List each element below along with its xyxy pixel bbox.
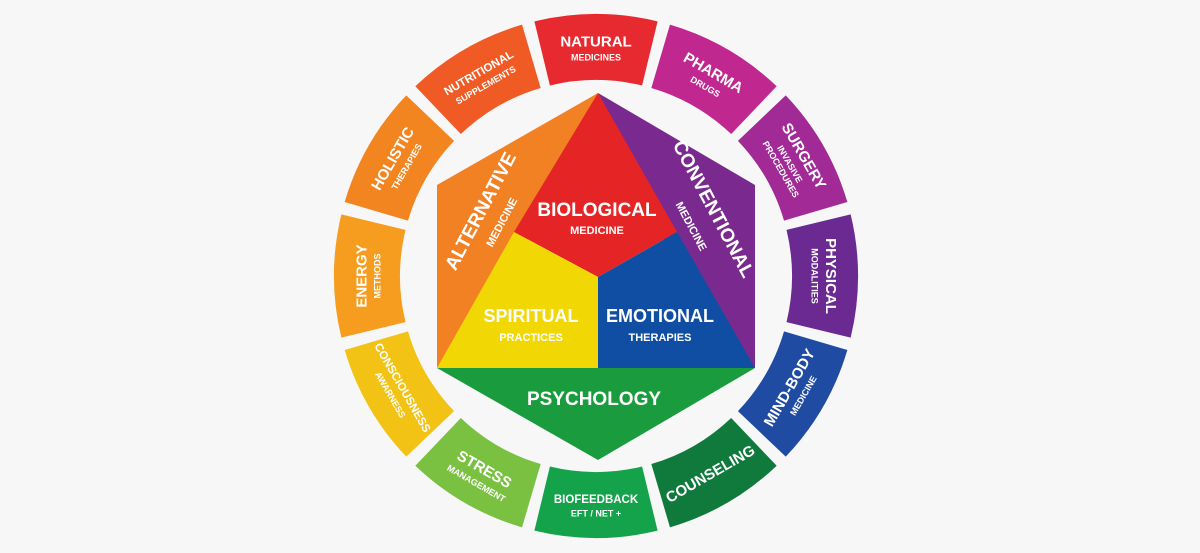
- ring-title-natural: NATURAL: [560, 33, 631, 50]
- emotional-subtitle: THERAPIES: [629, 332, 692, 344]
- ring-segment-pharma: [651, 24, 777, 135]
- psychology-sector: [437, 368, 755, 460]
- spiritual-subtitle: PRACTICES: [499, 332, 563, 344]
- conventional-medicine-sector: [598, 93, 755, 368]
- center-hexagon: BIOLOGICAL MEDICINE SPIRITUAL PRACTICES …: [437, 93, 758, 460]
- ring-segment-energy: [333, 214, 406, 338]
- ring-title-biofeedback: BIOFEEDBACK: [554, 494, 639, 506]
- ring-segment-physical: [786, 214, 859, 338]
- biological-title: BIOLOGICAL: [537, 200, 657, 221]
- ring-subtitle-natural: MEDICINES: [571, 53, 621, 63]
- ring-segment-stress: [415, 417, 541, 528]
- ring-segment-holistic: [344, 95, 455, 221]
- ring-segment-consciousness: [344, 331, 455, 457]
- ring-segment-biofeedback: [534, 466, 658, 538]
- ring-label-biofeedback: BIOFEEDBACK EFT / NET +: [554, 494, 639, 518]
- ring-subtitle-physical: MODALITIES: [810, 248, 820, 304]
- biological-subtitle: MEDICINE: [570, 225, 624, 237]
- ring-segment-natural: [534, 13, 658, 86]
- ring-segment-mind-body: [737, 331, 848, 457]
- psychology-title: PSYCHOLOGY: [527, 389, 661, 410]
- ring-segment-surgery: [737, 95, 848, 221]
- ring-label-natural: NATURAL MEDICINES: [560, 33, 631, 62]
- spiritual-title: SPIRITUAL: [483, 306, 578, 326]
- emotional-therapies-sector: [598, 232, 755, 368]
- emotional-title: EMOTIONAL: [606, 306, 714, 326]
- ring-subtitle-energy: METHODS: [373, 254, 383, 299]
- ring-segment-nutritional: [415, 24, 541, 135]
- ring-subtitle-biofeedback: EFT / NET +: [571, 509, 621, 519]
- biological-medicine-sector: [514, 93, 677, 277]
- ring-title-physical: PHYSICAL: [822, 238, 839, 314]
- ring-title-energy: ENERGY: [353, 244, 370, 307]
- ring-segment-counseling: [651, 417, 777, 528]
- spiritual-practices-sector: [437, 232, 598, 368]
